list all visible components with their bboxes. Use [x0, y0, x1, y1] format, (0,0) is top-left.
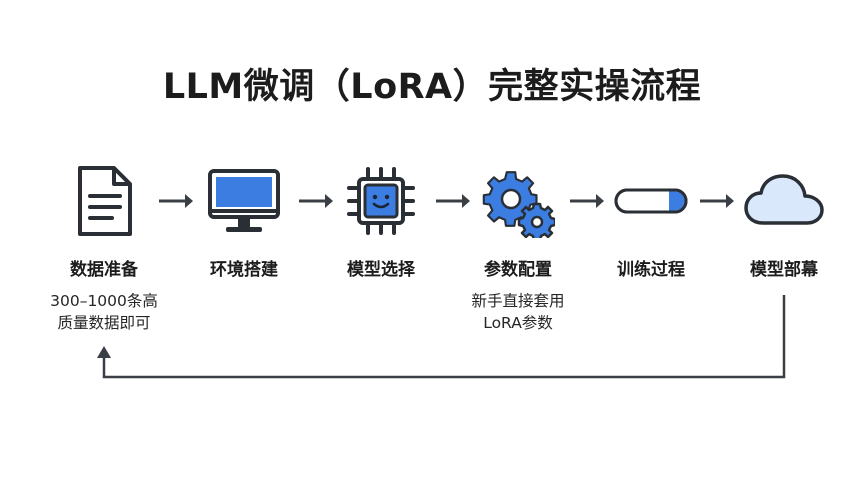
arrow-right-icon — [570, 194, 604, 208]
arrow-right-icon — [299, 194, 333, 208]
arrow-right-icon — [700, 194, 734, 208]
arrow-right-icon — [436, 194, 470, 208]
document-icon — [78, 166, 132, 236]
step-model-selection: 模型选择 — [306, 160, 456, 290]
cloud-icon — [744, 174, 824, 225]
diagram-title: LLM微调（LoRA）完整实操流程 — [162, 67, 702, 107]
step-description: 新手直接套用 LoRA参数 — [471, 292, 565, 332]
step-label: 模型选择 — [347, 260, 415, 280]
gears-icon — [482, 171, 555, 238]
step-label: 训练过程 — [617, 260, 685, 280]
arrow-right-icon — [159, 194, 193, 208]
chip-icon — [347, 167, 415, 235]
step-data-preparation: 数据准备 300–1000条高 质量数据即可 — [29, 160, 179, 334]
step-parameter-config: 参数配置 新手直接套用 LoRA参数 — [443, 160, 593, 334]
step-label: 数据准备 — [70, 260, 138, 280]
step-description: 300–1000条高 质量数据即可 — [50, 292, 158, 332]
step-label: 模型部幕 — [750, 260, 818, 280]
step-label: 参数配置 — [484, 260, 552, 280]
monitor-icon — [208, 169, 280, 232]
step-training: 训练过程 — [576, 160, 726, 290]
progress-bar-icon — [614, 188, 688, 214]
step-label: 环境搭建 — [210, 260, 278, 280]
step-environment-setup: 环境搭建 — [169, 160, 319, 290]
step-model-deployment: 模型部幕 — [709, 160, 859, 290]
